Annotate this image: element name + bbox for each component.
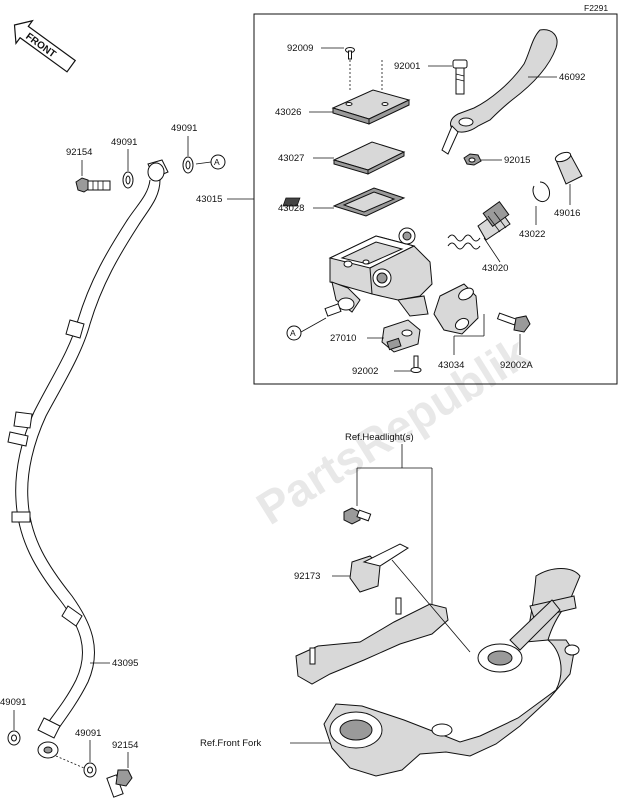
- diaphragm-43028-icon: [282, 187, 406, 217]
- figure-code: F2291: [584, 3, 608, 13]
- ref-circle-a-hose: A: [214, 157, 220, 167]
- washer-49091-bot1-icon: [7, 730, 21, 746]
- bolt-92173-icon: [343, 507, 372, 525]
- master-cylinder-group-box: [253, 13, 618, 385]
- washer-49091-top1-icon: [122, 171, 134, 189]
- part-label-92009: 92009: [287, 43, 313, 54]
- nut-92015-icon: [463, 153, 482, 166]
- headlight-bracket-icon: [295, 543, 449, 685]
- piston-assembly-43020-icon: [447, 200, 511, 250]
- part-label-43022: 43022: [519, 229, 545, 240]
- part-label-49091-top1: 49091: [111, 137, 137, 148]
- part-label-46092: 46092: [559, 72, 585, 83]
- master-cylinder-body-icon: [324, 227, 433, 317]
- part-label-43028: 43028: [278, 203, 304, 214]
- dust-boot-49016-icon: [554, 151, 583, 185]
- part-label-43020: 43020: [482, 263, 508, 274]
- front-arrow-icon: FRONT: [13, 19, 77, 73]
- part-label-92002a: 92002A: [500, 360, 533, 371]
- washer-49091-top2-icon: [182, 156, 194, 174]
- brake-switch-27010-icon: [381, 319, 421, 353]
- watermark: PartsRepublik: [247, 326, 537, 534]
- part-label-92015: 92015: [504, 155, 530, 166]
- part-label-43015: 43015: [196, 194, 222, 205]
- part-label-49091-bot1: 49091: [0, 697, 26, 708]
- brake-lever-46092-icon: [441, 29, 558, 155]
- banjo-bolt-92154-top-icon: [75, 177, 111, 193]
- fork-triple-clamp-icon: [323, 568, 581, 777]
- reservoir-cap-43026-icon: [331, 89, 411, 125]
- clamp-43034-icon: [433, 283, 479, 335]
- part-label-43034: 43034: [438, 360, 464, 371]
- part-label-49091-bot2: 49091: [75, 728, 101, 739]
- part-label-27010: 27010: [330, 333, 356, 344]
- reservoir-plate-43027-icon: [332, 141, 406, 175]
- part-label-92154-bot: 92154: [112, 740, 138, 751]
- bolt-92002a-icon: [496, 312, 531, 333]
- part-label-92154-top: 92154: [66, 147, 92, 158]
- part-label-43026: 43026: [275, 107, 301, 118]
- banjo-bolt-92154-bot-icon: [106, 769, 133, 798]
- screw-92002-icon: [410, 355, 422, 373]
- brake-hose-43095-icon: [7, 159, 169, 759]
- washer-49091-bot2-icon: [83, 762, 97, 778]
- part-label-43027: 43027: [278, 153, 304, 164]
- part-label-92002: 92002: [352, 366, 378, 377]
- pivot-bolt-92001-icon: [452, 59, 468, 95]
- part-label-92001: 92001: [394, 61, 420, 72]
- part-label-43095: 43095: [112, 658, 138, 669]
- part-label-92173: 92173: [294, 571, 320, 582]
- circlip-43022-icon: [532, 181, 551, 203]
- part-label-49016: 49016: [554, 208, 580, 219]
- ref-circle-a-master: A: [290, 328, 296, 338]
- ref-front-fork-label: Ref.Front Fork: [200, 738, 261, 749]
- part-label-49091-top2: 49091: [171, 123, 197, 134]
- screw-92009-icon: [345, 47, 355, 60]
- ref-headlight-label: Ref.Headlight(s): [345, 432, 414, 443]
